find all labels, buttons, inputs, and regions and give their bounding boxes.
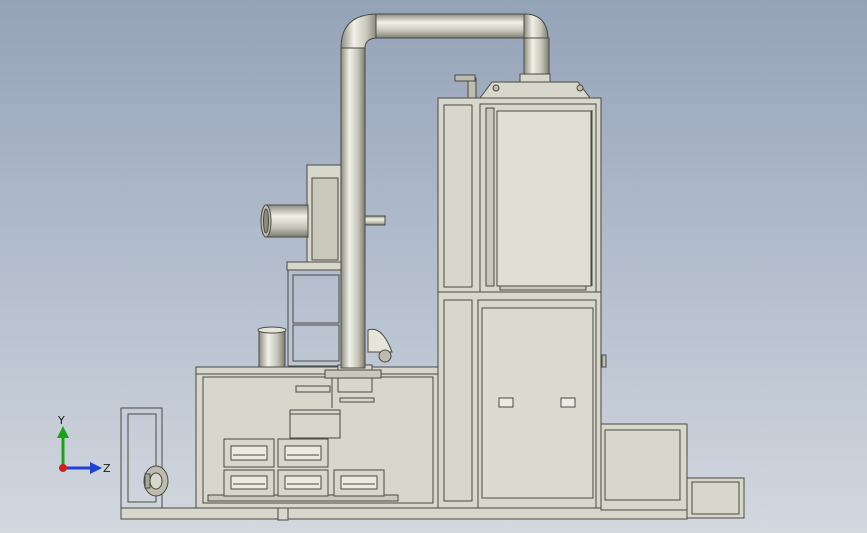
controller-unit: [333, 469, 385, 497]
controller-unit: [277, 469, 329, 497]
z-axis-label: Z: [103, 462, 111, 475]
riser-pipe: [340, 47, 366, 369]
upper-chamber: [437, 97, 602, 293]
controller-unit: [223, 438, 275, 468]
side-nozzle: [260, 204, 309, 238]
controller-unit: [277, 438, 329, 468]
door-handle-left: [498, 397, 514, 408]
riser-elbow: [340, 13, 379, 49]
outlet-pipe: [523, 37, 550, 75]
y-axis-label: Y: [57, 414, 65, 427]
fan-housing: [367, 328, 393, 353]
right-skid: [600, 423, 745, 519]
coordinate-triad: Y Z: [57, 414, 111, 475]
side-stub: [364, 215, 386, 226]
fan-motor: [378, 349, 392, 363]
small-vessel: [257, 326, 287, 368]
x-axis-dot-icon: [59, 464, 67, 472]
top-pipe: [375, 13, 527, 39]
y-axis-arrow-icon: [57, 426, 69, 438]
base-skid-foot: [277, 507, 289, 521]
rear-tower: [286, 164, 346, 367]
door-handle-right: [560, 397, 576, 408]
z-axis-arrow-icon: [90, 462, 102, 474]
lower-chamber: [437, 291, 607, 509]
pump-frame: [120, 407, 169, 509]
outlet-elbow: [523, 13, 549, 41]
inlet-duct: [295, 364, 382, 408]
exhaust-hood: [454, 73, 591, 99]
controller-unit: [223, 469, 275, 497]
